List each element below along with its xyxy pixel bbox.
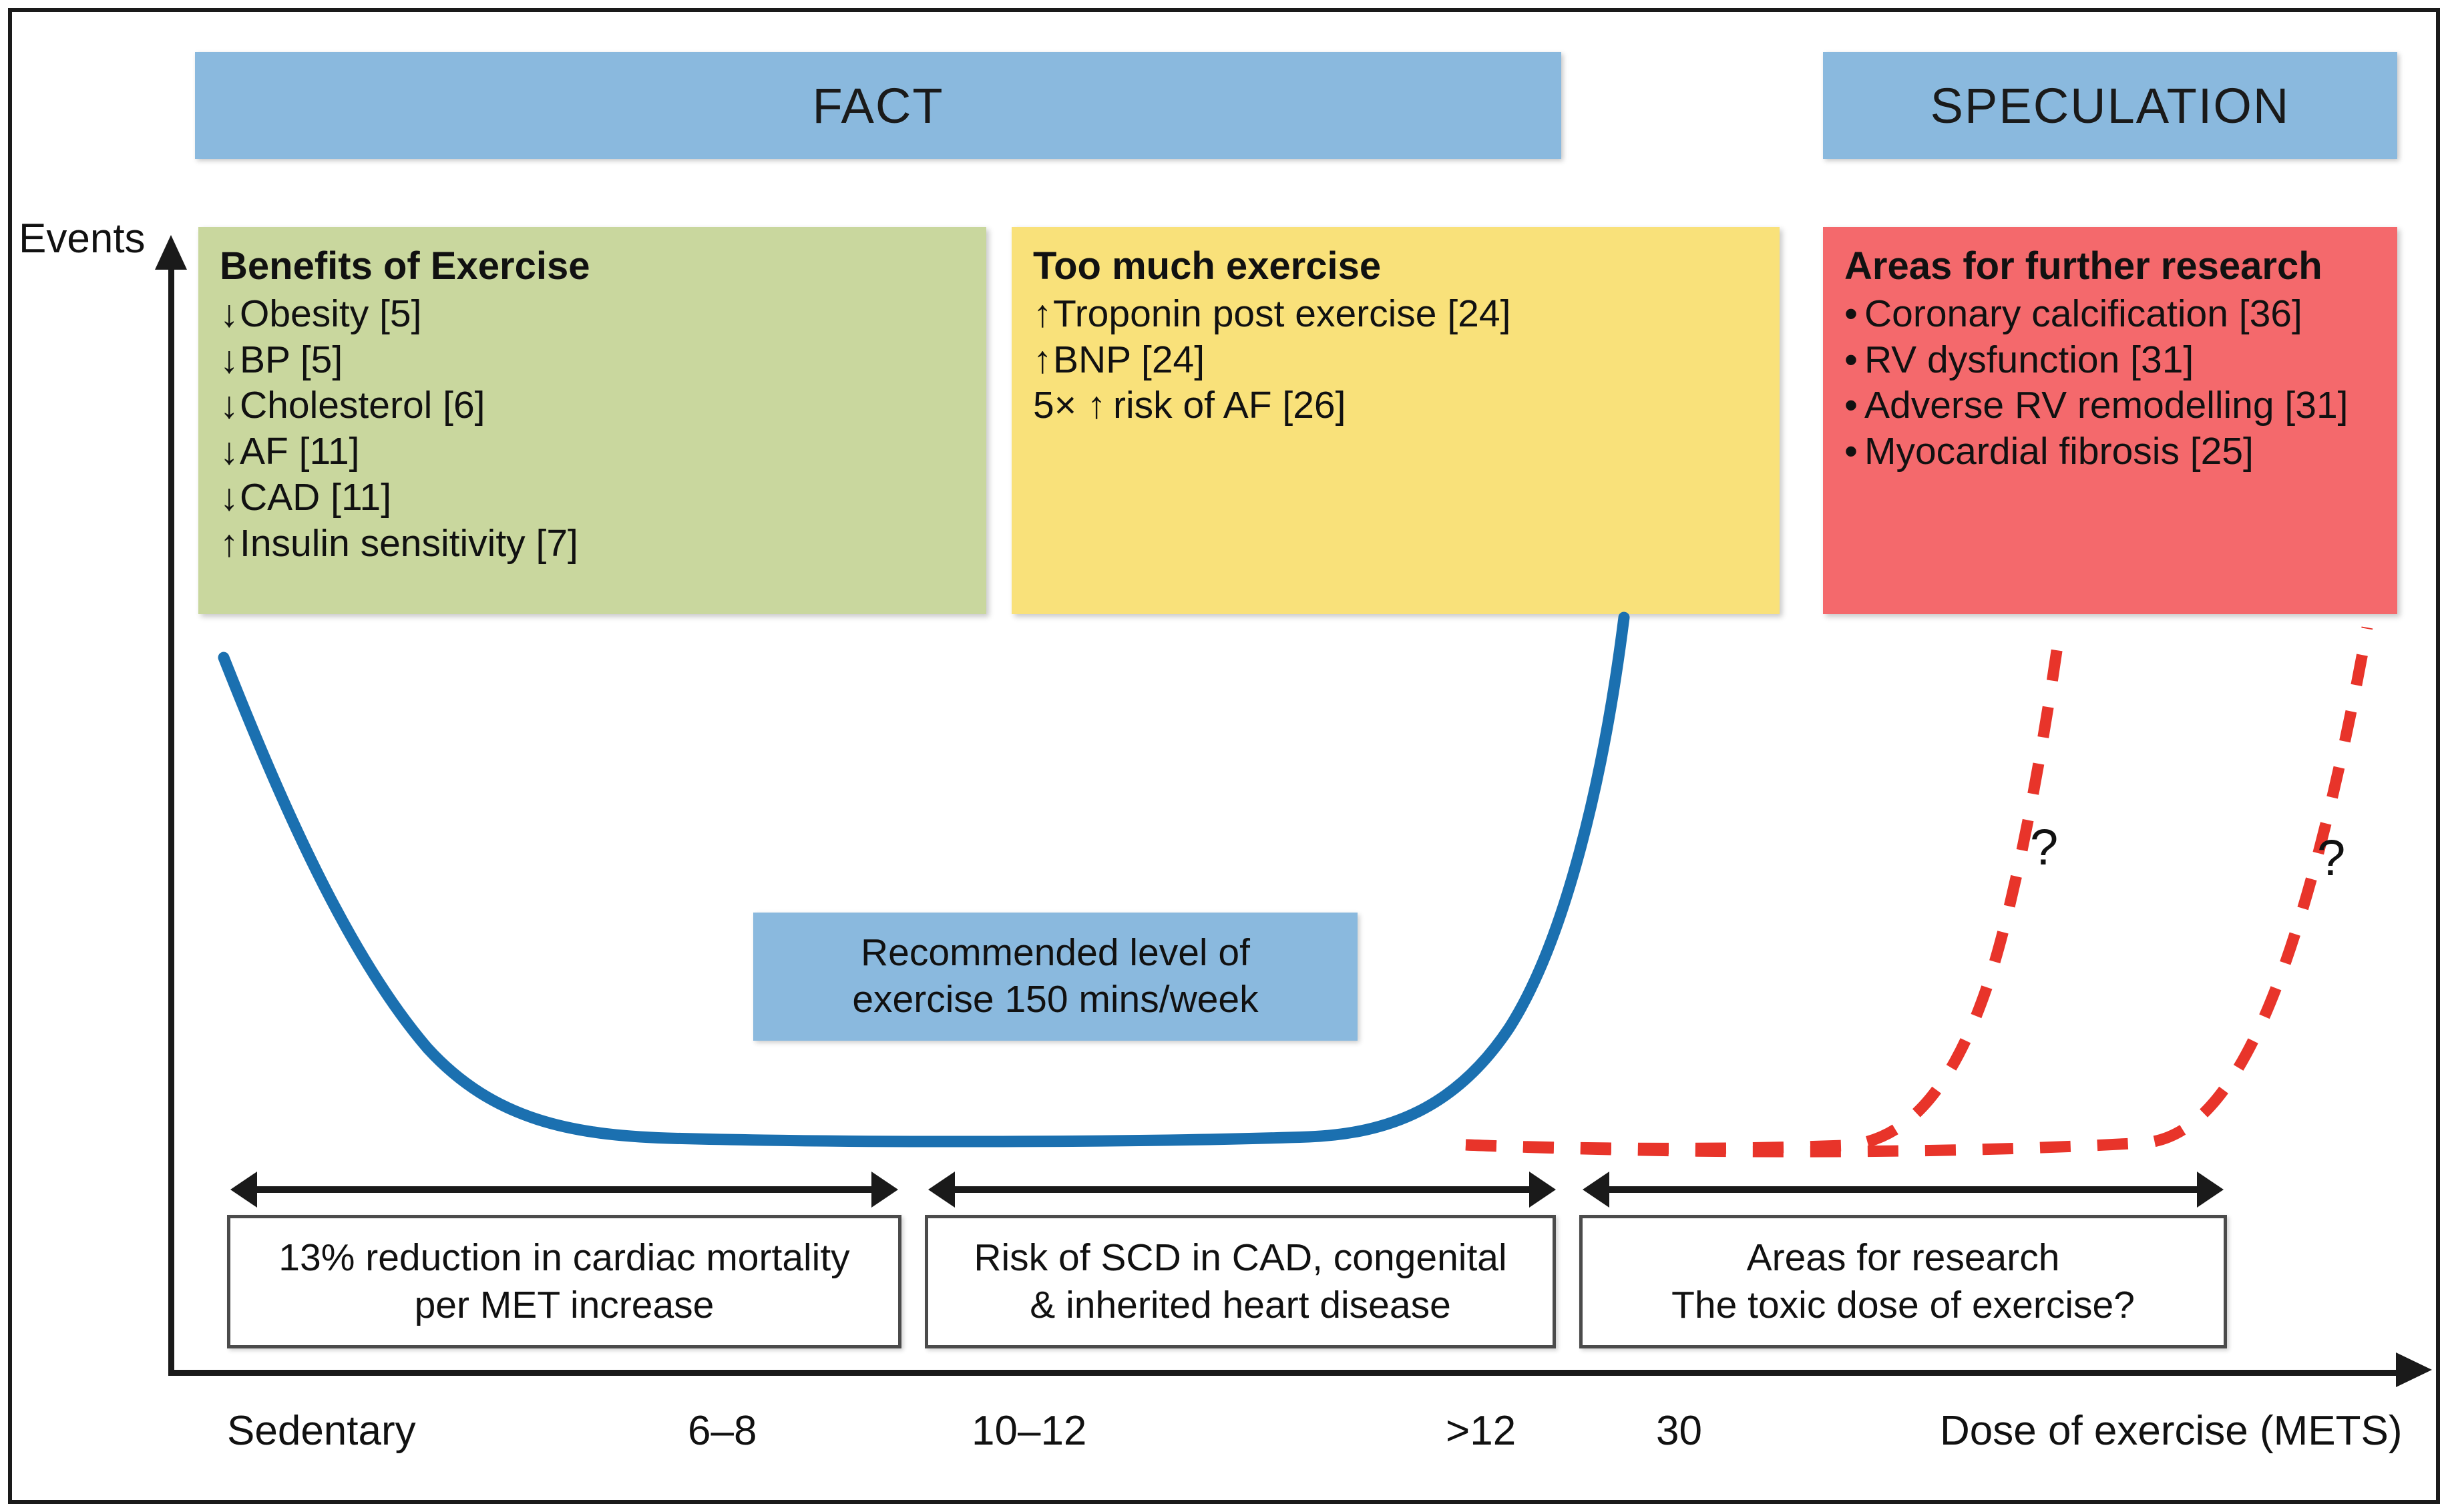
panel-red-item-3: •Myocardial fibrosis [25] bbox=[1844, 429, 2377, 475]
x-tick-sedentary: Sedentary bbox=[227, 1408, 416, 1454]
panel-green-item-2: ↓Cholesterol [6] bbox=[220, 383, 966, 429]
recommended-line-1: Recommended level of bbox=[861, 931, 1250, 975]
range-arrow-sedentary-to-moderate bbox=[230, 1172, 898, 1208]
range-arrow-moderate-to-high bbox=[928, 1172, 1556, 1208]
up-arrow-icon: ↑ bbox=[1033, 292, 1052, 335]
question-mark-annotation-1: ? bbox=[2030, 819, 2059, 876]
banner-fact: FACT bbox=[195, 52, 1561, 159]
y-axis-line bbox=[168, 264, 174, 1375]
panel-green-item-1-text: BP [5] bbox=[240, 338, 343, 381]
bullet-icon: • bbox=[1844, 384, 1858, 427]
note-box-1-line-1: 13% reduction in cardiac mortality bbox=[278, 1236, 850, 1279]
panel-green-item-0: ↓Obesity [5] bbox=[220, 291, 966, 337]
panel-too-much-exercise: Too much exercise ↑Troponin post exercis… bbox=[1012, 227, 1780, 614]
panel-areas-for-further-research: Areas for further research •Coronary cal… bbox=[1823, 227, 2397, 614]
banner-speculation: SPECULATION bbox=[1823, 52, 2397, 159]
panel-green-item-0-text: Obesity [5] bbox=[240, 292, 422, 335]
question-mark-annotation-2: ? bbox=[2317, 830, 2346, 887]
recommended-exercise-callout: Recommended level of exercise 150 mins/w… bbox=[753, 913, 1358, 1041]
note-box-2-line-1: Risk of SCD in CAD, congenital bbox=[974, 1236, 1507, 1279]
curve-blue-events bbox=[218, 611, 1630, 1148]
panel-yellow-item-1-text: BNP [24] bbox=[1053, 338, 1205, 381]
panel-green-item-5: ↑Insulin sensitivity [7] bbox=[220, 521, 966, 567]
panel-yellow-item-1: ↑BNP [24] bbox=[1033, 337, 1760, 383]
note-box-3-line-2: The toxic dose of exercise? bbox=[1671, 1284, 2135, 1326]
x-tick-gt-12: >12 bbox=[1446, 1408, 1516, 1454]
x-axis-arrow-icon bbox=[2396, 1352, 2432, 1387]
x-tick-30: 30 bbox=[1656, 1408, 1702, 1454]
arrow-shaft bbox=[248, 1186, 881, 1193]
panel-red-item-2: •Adverse RV remodelling [31] bbox=[1844, 383, 2377, 429]
curve-red-speculative-2 bbox=[1465, 626, 2373, 1158]
panel-red-item-3-text: Myocardial fibrosis [25] bbox=[1864, 430, 2254, 473]
range-arrow-high-to-extreme bbox=[1583, 1172, 2224, 1208]
panel-green-item-1: ↓BP [5] bbox=[220, 337, 966, 383]
panel-red-item-1-text: RV dysfunction [31] bbox=[1864, 338, 2194, 381]
note-box-scd-risk: Risk of SCD in CAD, congenital & inherit… bbox=[925, 1215, 1556, 1348]
down-arrow-icon: ↓ bbox=[220, 430, 239, 473]
x-axis-line bbox=[168, 1370, 2405, 1376]
panel-red-title: Areas for further research bbox=[1844, 244, 2322, 288]
arrow-shaft bbox=[1600, 1186, 2206, 1193]
arrow-shaft bbox=[946, 1186, 1539, 1193]
x-axis-title: Dose of exercise (METS) bbox=[1940, 1408, 2403, 1454]
recommended-line-2: exercise 150 mins/week bbox=[852, 978, 1259, 1021]
y-axis-label: Events bbox=[19, 216, 146, 262]
note-box-cardiac-mortality: 13% reduction in cardiac mortality per M… bbox=[227, 1215, 901, 1348]
panel-red-item-2-text: Adverse RV remodelling [31] bbox=[1864, 384, 2349, 427]
panel-yellow-item-2: 5× ↑risk of AF [26] bbox=[1033, 383, 1760, 429]
panel-green-item-5-text: Insulin sensitivity [7] bbox=[240, 522, 578, 565]
panel-green-title: Benefits of Exercise bbox=[220, 244, 590, 288]
arrow-right-tip-icon bbox=[2197, 1172, 2224, 1208]
panel-green-item-2-text: Cholesterol [6] bbox=[240, 384, 485, 427]
note-box-1-line-2: per MET increase bbox=[414, 1284, 715, 1326]
bullet-icon: • bbox=[1844, 430, 1858, 473]
note-box-2-line-2: & inherited heart disease bbox=[1030, 1284, 1451, 1326]
down-arrow-icon: ↓ bbox=[220, 338, 239, 381]
five-times-up-arrow-icon: 5× ↑ bbox=[1033, 384, 1106, 427]
down-arrow-icon: ↓ bbox=[220, 292, 239, 335]
curve-red-speculative-1 bbox=[1465, 626, 2066, 1154]
panel-red-item-1: •RV dysfunction [31] bbox=[1844, 337, 2377, 383]
arrow-right-tip-icon bbox=[1529, 1172, 1556, 1208]
banner-fact-label: FACT bbox=[812, 77, 944, 134]
down-arrow-icon: ↓ bbox=[220, 476, 239, 519]
panel-green-item-4-text: CAD [11] bbox=[240, 476, 392, 519]
panel-yellow-item-0: ↑Troponin post exercise [24] bbox=[1033, 291, 1760, 337]
x-tick-10-12: 10–12 bbox=[972, 1408, 1087, 1454]
panel-green-item-4: ↓CAD [11] bbox=[220, 475, 966, 521]
up-arrow-icon: ↑ bbox=[220, 522, 239, 565]
panel-benefits-of-exercise: Benefits of Exercise ↓Obesity [5] ↓BP [5… bbox=[198, 227, 986, 614]
panel-green-item-3: ↓AF [11] bbox=[220, 429, 966, 475]
bullet-icon: • bbox=[1844, 292, 1858, 335]
note-box-3-line-1: Areas for research bbox=[1746, 1236, 2060, 1279]
banner-speculation-label: SPECULATION bbox=[1930, 77, 2290, 134]
note-box-areas-for-research: Areas for research The toxic dose of exe… bbox=[1579, 1215, 2227, 1348]
panel-yellow-item-2-text: risk of AF [26] bbox=[1113, 384, 1346, 427]
panel-yellow-title: Too much exercise bbox=[1033, 244, 1382, 288]
down-arrow-icon: ↓ bbox=[220, 384, 239, 427]
panel-green-item-3-text: AF [11] bbox=[240, 430, 360, 473]
panel-red-item-0-text: Coronary calcification [36] bbox=[1864, 292, 2302, 335]
panel-yellow-item-0-text: Troponin post exercise [24] bbox=[1053, 292, 1511, 335]
x-tick-6-8: 6–8 bbox=[688, 1408, 757, 1454]
bullet-icon: • bbox=[1844, 338, 1858, 381]
panel-red-item-0: •Coronary calcification [36] bbox=[1844, 291, 2377, 337]
up-arrow-icon: ↑ bbox=[1033, 338, 1052, 381]
arrow-right-tip-icon bbox=[871, 1172, 898, 1208]
